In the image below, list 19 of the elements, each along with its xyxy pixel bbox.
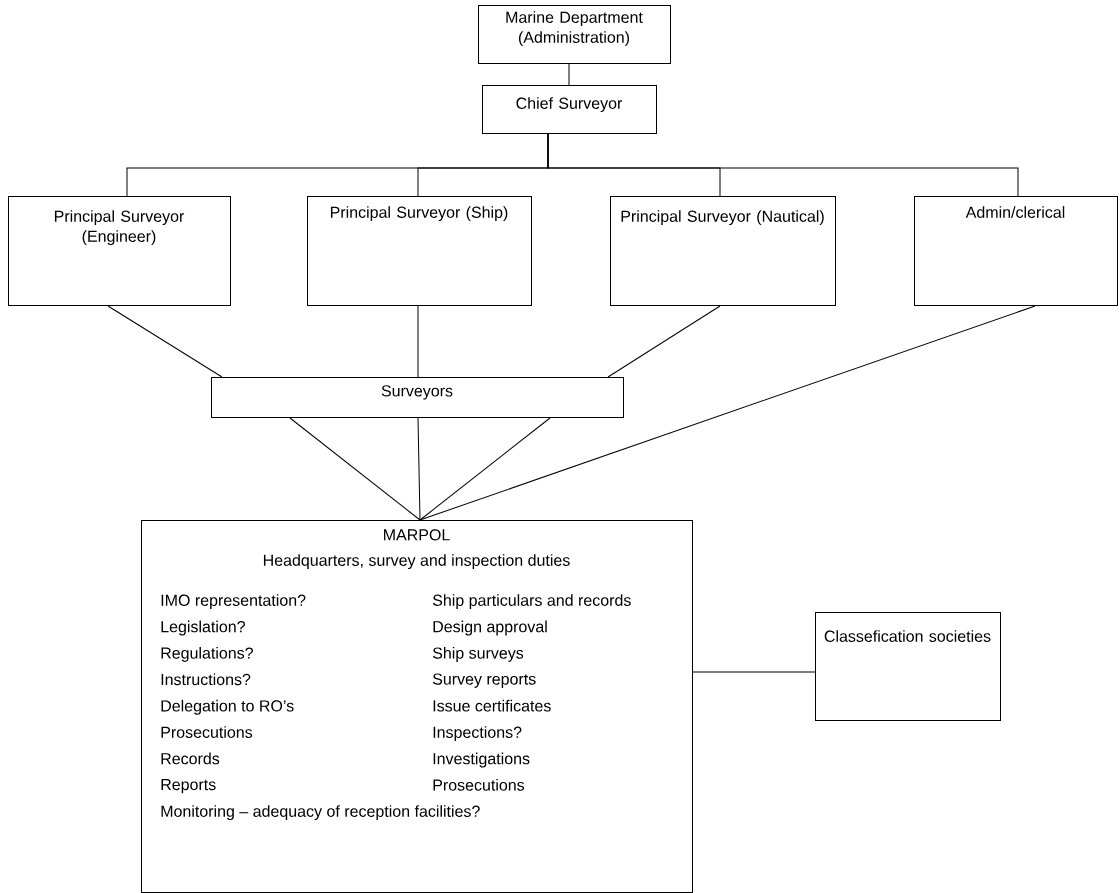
- connector-line: [417, 305, 419, 378]
- connector-line: [419, 417, 551, 521]
- box: Principal Surveyor (Nautical): [610, 196, 836, 306]
- box: Classefication societies: [815, 612, 1001, 721]
- box: Admin/clerical: [914, 196, 1118, 306]
- connector-line: [547, 133, 1019, 197]
- box: Marine Department (Administration): [478, 5, 671, 64]
- connector-line: [607, 305, 721, 378]
- connector-line: [289, 417, 421, 521]
- box: Chief Surveyor: [482, 85, 657, 134]
- connector-line: [568, 63, 570, 86]
- box: Surveyors: [211, 377, 624, 418]
- box: Principal Surveyor (Engineer): [8, 196, 231, 306]
- box: MARPOL Headquarters, survey and inspection duties IMO representation? Ship particulars and records Legislation? Design approval Regulations? Ship surveys Instructions? Survey reports Delegation to RO’s Issue certificates Prosecutions Inspections? Records Investigations Reports Prosecutions Monitoring – adequacy of reception facilities?: [141, 520, 693, 893]
- connector-line: [419, 305, 1036, 521]
- connector-line: [417, 417, 421, 521]
- connector-line: [107, 305, 223, 378]
- box: Principal Surveyor (Ship): [307, 196, 532, 306]
- connector-line: [692, 671, 816, 673]
